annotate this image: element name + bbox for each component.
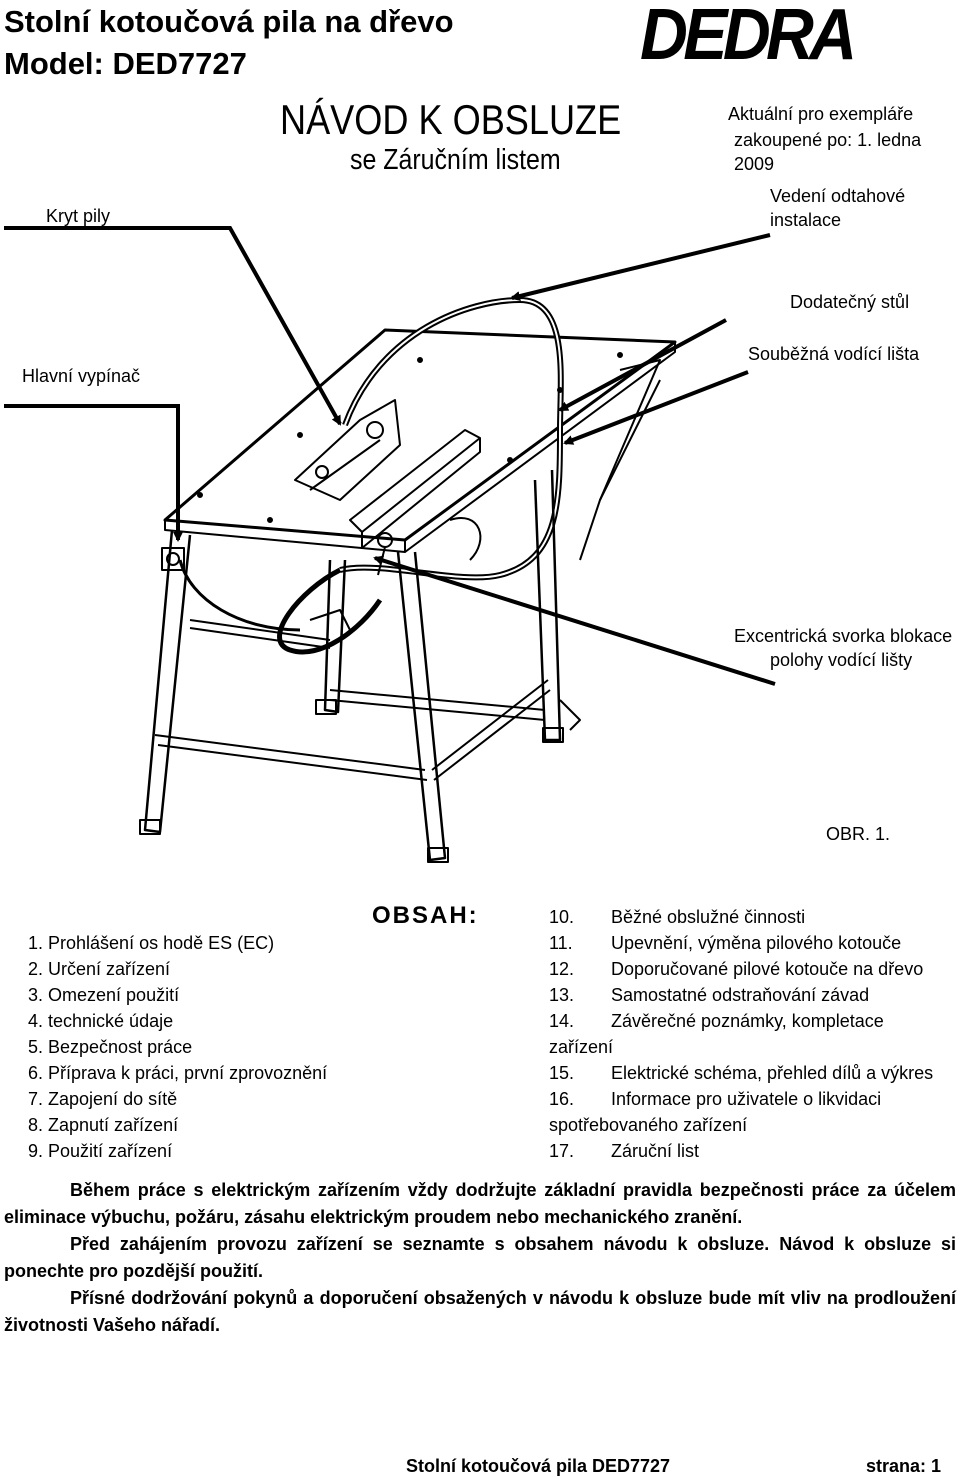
toc-item-number: 12. xyxy=(549,959,575,979)
figure-caption: OBR. 1. xyxy=(826,824,891,844)
toc-item: 9. Použití zařízení xyxy=(28,1141,173,1161)
validity-line1: Aktuální pro exempláře xyxy=(728,104,914,124)
toc-item-number: 11. xyxy=(549,933,573,953)
toc-item: 8. Zapnutí zařízení xyxy=(28,1115,179,1135)
document-title-line2: Model: DED7727 xyxy=(4,46,247,81)
toc-item-text: Záruční list xyxy=(611,1141,700,1161)
toc-item-text: zařízení xyxy=(549,1037,614,1057)
label-hlavni-vypinac: Hlavní vypínač xyxy=(22,366,141,386)
label-excentricka-line2: polohy vodící lišty xyxy=(770,650,913,670)
label-vedeni-line2: instalace xyxy=(770,210,842,230)
label-kryt-pily: Kryt pily xyxy=(46,206,111,226)
document-title-line1: Stolní kotoučová pila na dřevo xyxy=(4,4,454,39)
toc-item-continuation: spotřebovaného zařízení xyxy=(549,1112,933,1138)
toc-item-text: Samostatné odstraňování závad xyxy=(611,985,870,1005)
toc-item-continuation: zařízení xyxy=(549,1034,933,1060)
manual-subtitle: se Záručním listem xyxy=(350,144,561,176)
toc-heading: OBSAH: xyxy=(372,902,479,929)
manual-title: NÁVOD K OBSLUZE xyxy=(280,96,622,143)
toc-right-list: 10. Běžné obslužné činnosti 11. Upevnění, … xyxy=(549,904,933,1164)
toc-item-text: Doporučované pilové kotouče na dřevo xyxy=(611,959,924,979)
toc-item-text: Informace pro uživatele o likvidaci xyxy=(611,1089,882,1109)
toc-item: 6. Příprava k práci, první zprovoznění xyxy=(28,1063,328,1083)
toc-item: 12. Doporučované pilové kotouče na dřevo xyxy=(549,956,933,982)
table-saw-figure xyxy=(4,226,776,863)
validity-line2: zakoupené po: 1. ledna 2009 xyxy=(734,130,922,174)
safety-paragraph: Před zahájením provozu zařízení se sezna… xyxy=(4,1234,956,1281)
toc-item: 14. Závěrečné poznámky, kompletace xyxy=(549,1008,933,1034)
toc-item-number: 15. xyxy=(549,1063,575,1083)
safety-paragraph: Během práce s elektrickým zařízením vždy… xyxy=(4,1180,956,1227)
toc-item: 11. Upevnění, výměna pilového kotouče xyxy=(549,930,933,956)
toc-item-text: spotřebovaného zařízení xyxy=(549,1115,748,1135)
toc-item-text: Závěrečné poznámky, kompletace xyxy=(611,1011,884,1031)
toc-item: 4. technické údaje xyxy=(28,1011,174,1031)
footer-doc-name: Stolní kotoučová pila DED7727 xyxy=(406,1456,671,1476)
toc-item: 16. Informace pro uživatele o likvidaci xyxy=(549,1086,933,1112)
toc-item: 1. Prohlášení os hodě ES (EC) xyxy=(28,933,275,953)
toc-item: 7. Zapojení do sítě xyxy=(28,1089,178,1109)
safety-notes: Během práce s elektrickým zařízením vždy… xyxy=(4,1177,956,1339)
toc-item-text: Upevnění, výměna pilového kotouče xyxy=(611,933,902,953)
toc-item-text: Elektrické schéma, přehled dílů a výkres xyxy=(611,1063,934,1083)
label-vedeni-line1: Vedení odtahové xyxy=(770,186,906,206)
toc-item: 17. Záruční list xyxy=(549,1138,933,1164)
toc-item: 3. Omezení použití xyxy=(28,985,180,1005)
toc-item-number: 14. xyxy=(549,1011,575,1031)
toc-left-list: 1. Prohlášení os hodě ES (EC) 2. Určení … xyxy=(28,930,327,1164)
label-excentricka-line1: Excentrická svorka blokace xyxy=(734,626,953,646)
safety-paragraph: Přísné dodržování pokynů a doporučení ob… xyxy=(4,1288,956,1335)
toc-item: 2. Určení zařízení xyxy=(28,959,171,979)
toc-item-number: 13. xyxy=(549,985,575,1005)
toc-item-number: 10. xyxy=(549,907,575,927)
toc-item: 5. Bezpečnost práce xyxy=(28,1037,193,1057)
toc-item-number: 17. xyxy=(549,1141,575,1161)
toc-item-text: Běžné obslužné činnosti xyxy=(611,907,806,927)
footer-page-number: strana: 1 xyxy=(866,1456,942,1476)
toc-item: 15. Elektrické schéma, přehled dílů a výk… xyxy=(549,1060,933,1086)
label-dodatecny-stul: Dodatečný stůl xyxy=(790,292,910,312)
label-soubezna-lista: Souběžná vodící lišta xyxy=(748,344,920,364)
toc-item: 10. Běžné obslužné činnosti xyxy=(549,904,933,930)
brand-logo: DEDRA xyxy=(640,0,857,75)
toc-item-number: 16. xyxy=(549,1089,575,1109)
toc-item: 13. Samostatné odstraňování závad xyxy=(549,982,933,1008)
